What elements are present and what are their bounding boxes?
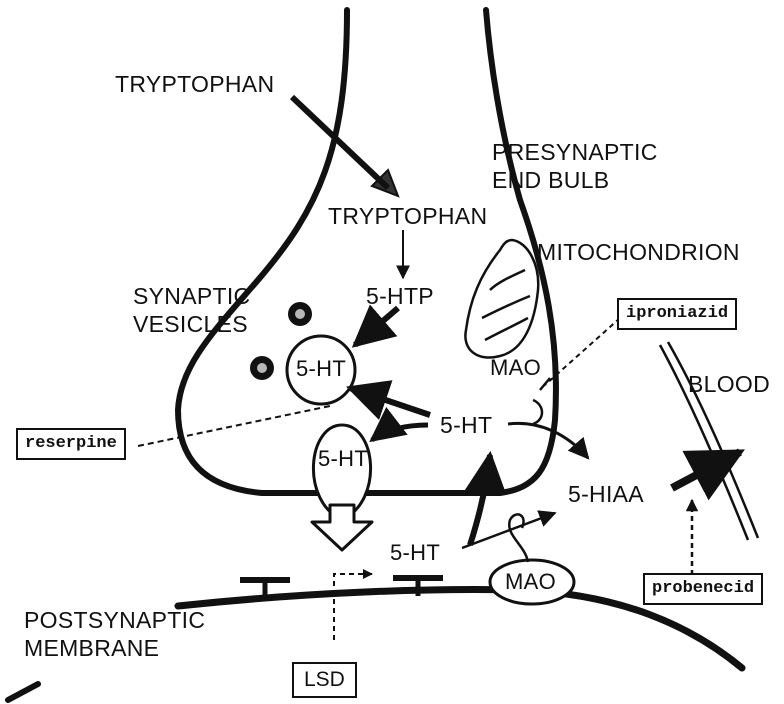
synaptic-vesicles-label-line2: VESICLES (133, 312, 248, 336)
mao-membrane-label: MAO (505, 570, 556, 594)
hiaa-label: 5-HIAA (568, 482, 644, 506)
reserpine-dashed-line (138, 406, 330, 446)
tryptophan-label-inner: TRYPTOPHAN (328, 204, 487, 228)
lsd-drug-box: LSD (292, 662, 357, 698)
htp-to-vesicle-arrow (355, 308, 398, 345)
probenecid-drug-box: probenecid (643, 573, 763, 605)
vesicle-small-top-core (295, 309, 305, 319)
postsynaptic-membrane-fragment (8, 684, 38, 700)
reuptake-arrow (470, 455, 490, 545)
reserpine-drug-box: reserpine (16, 428, 126, 460)
mao-inner-label: MAO (490, 356, 541, 380)
mao-membrane-hook (509, 514, 528, 562)
mitochondrion-icon (465, 240, 538, 358)
vesicle-small-bottom-core (257, 363, 267, 373)
free-to-vesicle-arrow (350, 388, 430, 415)
free-5ht-label: 5-HT (440, 413, 492, 437)
mitochondrion-label: MITOCHONDRION (537, 240, 740, 264)
free-to-release-arrow (372, 425, 428, 440)
synaptic-vesicles-label-line1: SYNAPTIC (133, 284, 250, 308)
mao-inner-hook (533, 400, 542, 424)
release-arrow (312, 505, 372, 550)
release-vesicle-5ht-label: 5-HT (318, 447, 368, 471)
postsynaptic-label-line1: POSTSYNAPTIC (24, 608, 205, 632)
vesicle-5ht-label: 5-HT (296, 357, 346, 381)
htp-label: 5-HTP (366, 284, 434, 308)
presynaptic-label-line2: END BULB (492, 168, 609, 192)
tryptophan-label-top: TRYPTOPHAN (115, 72, 274, 96)
lsd-dashed-line (334, 574, 372, 640)
presynaptic-label-line1: PRESYNAPTIC (492, 140, 658, 164)
blood-label: BLOOD (688, 372, 770, 396)
iproniazid-drug-box: iproniazid (617, 298, 737, 330)
postsynaptic-label-line2: MEMBRANE (24, 636, 159, 660)
cleft-5ht-label: 5-HT (390, 541, 440, 565)
